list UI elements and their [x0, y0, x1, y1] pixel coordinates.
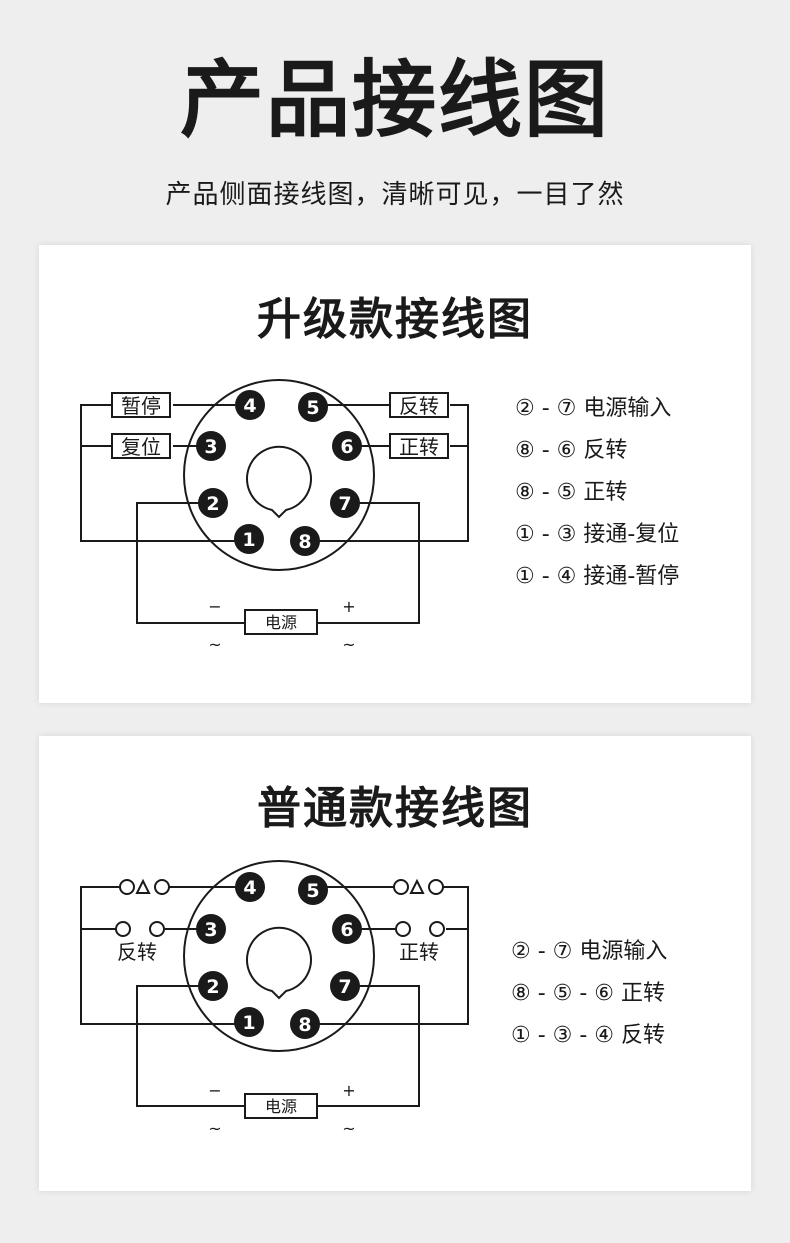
pin-8 — [290, 526, 320, 556]
upgraded-card-title: 升级款接线图 — [257, 294, 533, 345]
wire-power-left — [136, 985, 245, 1107]
power-box — [244, 1093, 318, 1119]
pin-2 — [198, 488, 228, 518]
legend-item: ② - ⑦ 电源输入 — [511, 939, 668, 964]
pin-8 — [290, 1009, 320, 1039]
wire-reverse — [303, 404, 469, 542]
contact-open — [429, 921, 445, 937]
power-plus: + — [342, 597, 355, 616]
pin-7 — [330, 488, 360, 518]
pin-8-label: 8 — [298, 531, 311, 553]
pin-5 — [298, 875, 328, 905]
socket-outline — [183, 860, 375, 1052]
pin-2-label: 2 — [206, 976, 219, 998]
legend-item: ⑧ - ⑤ 正转 — [515, 480, 628, 505]
wire-pause — [80, 404, 235, 542]
pin-8-label: 8 — [298, 1014, 311, 1036]
contact-open — [393, 879, 409, 895]
standard-wiring-diagram: 反转 正转 电源 − + ~ ~ 1 2 3 4 5 6 7 8 — [80, 860, 469, 1138]
socket-outline — [183, 379, 375, 571]
contact-triangle — [409, 878, 425, 894]
power-label: 电源 — [265, 1097, 297, 1116]
label-reverse: 反转 — [399, 394, 439, 418]
power-minus: − — [208, 1081, 221, 1100]
contact-open — [119, 879, 135, 895]
power-plus: + — [342, 1081, 355, 1100]
pin-7-label: 7 — [338, 493, 351, 515]
contact-open — [115, 921, 131, 937]
pin-1-label: 1 — [242, 1012, 255, 1034]
legend-item: ② - ⑦ 电源输入 — [515, 396, 672, 421]
label-pause: 暂停 — [121, 394, 161, 418]
wire-power-left — [136, 502, 245, 624]
pin-5 — [298, 392, 328, 422]
page-subtitle: 产品侧面接线图，清晰可见，一目了然 — [165, 180, 625, 210]
pin-1 — [234, 1007, 264, 1037]
legend-item: ⑧ - ⑥ 反转 — [515, 438, 628, 463]
wire-left-outer — [80, 886, 235, 1025]
standard-legend: ② - ⑦ 电源输入 ⑧ - ⑤ - ⑥ 正转 ① - ③ - ④ 反转 — [511, 931, 667, 1057]
contact-open — [149, 921, 165, 937]
pin-3 — [196, 431, 226, 461]
contact-open — [154, 879, 170, 895]
contact-triangle — [135, 878, 151, 894]
label-forward: 正转 — [399, 940, 439, 964]
label-box-reverse — [389, 392, 449, 418]
legend-item: ⑧ - ⑤ - ⑥ 正转 — [511, 981, 666, 1006]
label-box-reset — [111, 433, 171, 459]
label-forward: 正转 — [399, 435, 439, 459]
pin-3 — [196, 914, 226, 944]
power-label: 电源 — [265, 613, 297, 632]
pin-4 — [235, 872, 265, 902]
power-ac-left: ~ — [208, 1119, 221, 1138]
pin-1 — [234, 524, 264, 554]
wire-right-outer — [303, 886, 469, 1025]
pin-2 — [198, 971, 228, 1001]
wire-power-right — [317, 502, 420, 624]
upgraded-wiring-diagram: 暂停 复位 反转 正转 电源 − + ~ ~ 1 2 3 4 5 6 7 8 — [80, 379, 469, 654]
contact-open — [395, 921, 411, 937]
power-ac-right: ~ — [342, 1119, 355, 1138]
pin-4-label: 4 — [243, 877, 256, 899]
pin-4-label: 4 — [243, 395, 256, 417]
socket-keyhole — [246, 445, 312, 519]
label-reset: 复位 — [121, 435, 161, 459]
pin-6 — [332, 431, 362, 461]
page-title: 产品接线图 — [179, 51, 610, 149]
pin-3-label: 3 — [204, 919, 217, 941]
power-box — [244, 609, 318, 635]
pin-2-label: 2 — [206, 493, 219, 515]
pin-5-label: 5 — [306, 397, 319, 419]
standard-card-title: 普通款接线图 — [257, 783, 533, 834]
legend-item: ① - ③ - ④ 反转 — [511, 1023, 666, 1048]
pin-6 — [332, 914, 362, 944]
power-minus: − — [208, 597, 221, 616]
standard-wiring-card: 普通款接线图 反转 正转 电源 − + ~ — [39, 736, 751, 1191]
upgraded-legend: ② - ⑦ 电源输入 ⑧ - ⑥ 反转 ⑧ - ⑤ 正转 ① - ③ 接通-复位… — [515, 388, 679, 598]
label-reverse: 反转 — [117, 940, 157, 964]
pin-7-label: 7 — [338, 976, 351, 998]
legend-item: ① - ④ 接通-暂停 — [515, 564, 680, 589]
pin-4 — [235, 390, 265, 420]
power-ac-right: ~ — [342, 635, 355, 654]
pin-1-label: 1 — [242, 529, 255, 551]
power-ac-left: ~ — [208, 635, 221, 654]
legend-item: ① - ③ 接通-复位 — [515, 522, 680, 547]
pin-7 — [330, 971, 360, 1001]
socket-keyhole — [246, 926, 312, 1000]
upgraded-wiring-card: 升级款接线图 暂停 复位 反转 正转 电源 − + ~ ~ — [39, 245, 751, 703]
label-box-pause — [111, 392, 171, 418]
contact-open — [428, 879, 444, 895]
pin-3-label: 3 — [204, 436, 217, 458]
pin-6-label: 6 — [340, 436, 353, 458]
wire-power-right — [317, 985, 420, 1107]
pin-6-label: 6 — [340, 919, 353, 941]
label-box-forward — [389, 433, 449, 459]
pin-5-label: 5 — [306, 880, 319, 902]
